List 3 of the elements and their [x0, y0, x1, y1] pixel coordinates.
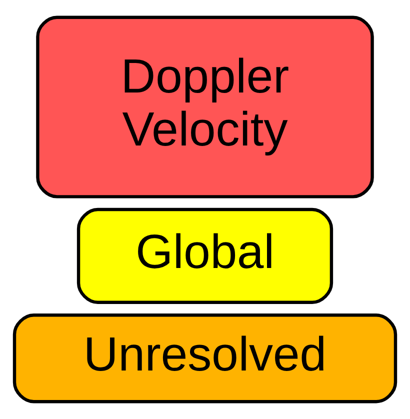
node-box: Global	[76, 208, 334, 304]
node-box: Doppler Velocity	[36, 16, 374, 198]
node-box: Unresolved	[12, 314, 398, 404]
